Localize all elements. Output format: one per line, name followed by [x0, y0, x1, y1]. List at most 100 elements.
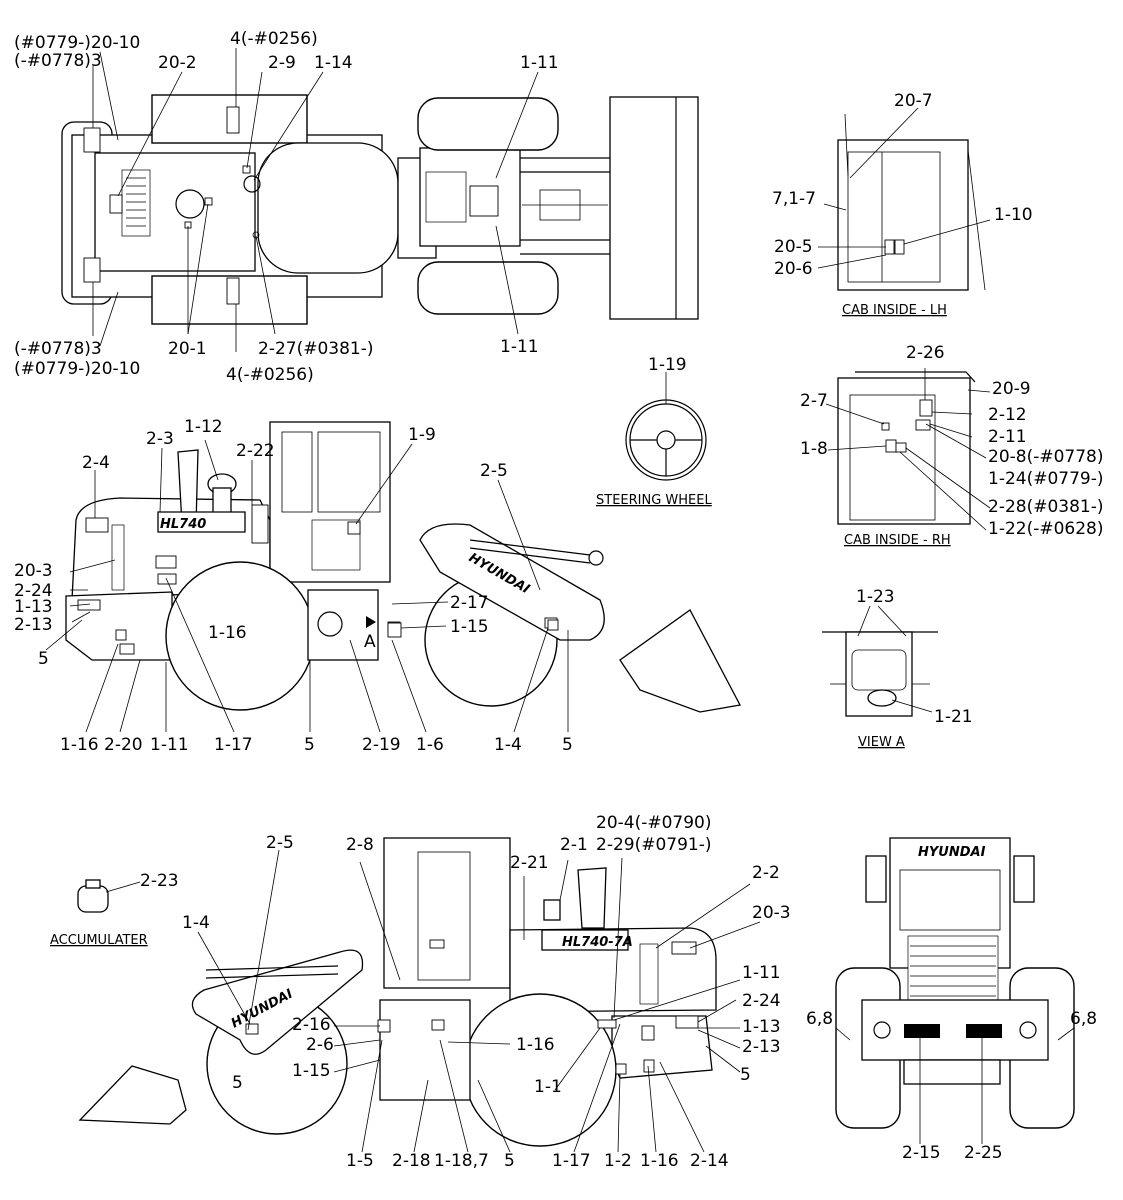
part-label: 1-4 — [494, 735, 522, 755]
part-label: 20-8(-#0778) — [988, 447, 1104, 467]
part-label: 1-10 — [994, 205, 1033, 225]
part-label: 2-23 — [140, 871, 179, 891]
part-label: 2-25 — [964, 1143, 1003, 1163]
part-label: 5 — [304, 735, 315, 755]
part-label: 2-7 — [800, 391, 828, 411]
view-a — [822, 605, 938, 717]
part-label: 20-5 — [774, 237, 813, 257]
part-label: 1-1 — [534, 1077, 562, 1097]
part-label: 1-24(#0779-) — [988, 469, 1104, 489]
right-side-view: HL740-7A HYUNDAI — [78, 837, 761, 1153]
part-label: 1-12 — [184, 417, 223, 437]
cab-inside-lh — [817, 107, 991, 291]
part-label: 2-27(#0381-) — [258, 339, 374, 359]
part-label: 2-1 — [560, 835, 588, 855]
part-label: 2-28(#0381-) — [988, 497, 1104, 517]
steering-wheel-view — [625, 372, 707, 481]
part-label: 1-15 — [292, 1061, 331, 1081]
part-label: 1-11 — [500, 337, 539, 357]
part-label: 20-4(-#0790) — [596, 813, 712, 833]
part-label: 1-19 — [648, 355, 687, 375]
part-label: 5 — [38, 649, 49, 669]
part-label: 20-1 — [168, 339, 207, 359]
part-label: 5 — [504, 1151, 515, 1171]
part-label: 1-15 — [450, 617, 489, 637]
part-label: 1-9 — [408, 425, 436, 445]
part-label: 2-9 — [268, 53, 296, 73]
part-label: 2-16 — [292, 1015, 331, 1035]
part-label: 2-3 — [146, 429, 174, 449]
part-label: 20-2 — [158, 53, 197, 73]
part-label: 4(-#0256) — [226, 365, 314, 385]
part-label: 1-5 — [346, 1151, 374, 1171]
part-label: (#0779-)20-10 — [14, 33, 140, 53]
part-label: 5 — [740, 1065, 751, 1085]
part-labels: (#0779-)20-10 (-#0778)3 20-2 4(-#0256) 2… — [14, 29, 1104, 1171]
captions: CAB INSIDE - LH STEERING WHEEL CAB INSID… — [50, 303, 951, 948]
part-label: 2-17 — [450, 593, 489, 613]
part-label: 1-6 — [416, 735, 444, 755]
part-label: 2-21 — [510, 853, 549, 873]
part-label: 2-19 — [362, 735, 401, 755]
part-label: 2-24 — [742, 991, 781, 1011]
part-label: 20-6 — [774, 259, 813, 279]
part-label: 1-17 — [214, 735, 253, 755]
view-a-marker: A — [364, 632, 376, 652]
part-label: 6,8 — [1070, 1009, 1097, 1029]
part-label: 2-18 — [392, 1151, 431, 1171]
part-label: 1-16 — [516, 1035, 555, 1055]
part-label: 2-24 — [14, 581, 53, 601]
part-label: 1-8 — [800, 439, 828, 459]
rear-view: HYUNDAI — [835, 837, 1075, 1144]
part-label: 5 — [232, 1073, 243, 1093]
part-label: 1-13 — [14, 597, 53, 617]
part-label: 20-3 — [752, 903, 791, 923]
left-hl-logo: HL740 — [160, 517, 206, 532]
part-label: 1-16 — [60, 735, 99, 755]
part-label: 1-13 — [742, 1017, 781, 1037]
part-label: 4(-#0256) — [230, 29, 318, 49]
caption-cab-lh: CAB INSIDE - LH — [842, 303, 947, 318]
part-label: 1-11 — [150, 735, 189, 755]
part-label: 7,1-7 — [772, 189, 816, 209]
part-label: 6,8 — [806, 1009, 833, 1029]
caption-cab-rh: CAB INSIDE - RH — [844, 533, 951, 548]
part-label: 2-26 — [906, 343, 945, 363]
part-label: 5 — [562, 735, 573, 755]
part-label: 2-20 — [104, 735, 143, 755]
part-label: 2-12 — [988, 405, 1027, 425]
part-label: 20-9 — [992, 379, 1031, 399]
part-label: (-#0778)3 — [14, 339, 102, 359]
part-label: 1-21 — [934, 707, 973, 727]
part-label: (-#0778)3 — [14, 51, 102, 71]
caption-view-a: VIEW A — [858, 735, 905, 750]
part-label: 2-5 — [266, 833, 294, 853]
part-label: 2-2 — [752, 863, 780, 883]
part-label: 1-4 — [182, 913, 210, 933]
right-hl-logo: HL740-7A — [562, 935, 633, 950]
accumulator — [77, 879, 141, 913]
rear-hyundai-logo: HYUNDAI — [918, 845, 986, 860]
part-label: 2-8 — [346, 835, 374, 855]
part-label: 2-11 — [988, 427, 1027, 447]
part-label: 2-5 — [480, 461, 508, 481]
part-label: 1-22(-#0628) — [988, 519, 1104, 539]
caption-accumulator: ACCUMULATER — [50, 933, 148, 948]
part-label: (#0779-)20-10 — [14, 359, 140, 379]
part-label: 1-23 — [856, 587, 895, 607]
part-label: 20-7 — [894, 91, 933, 111]
part-label: 2-6 — [306, 1035, 334, 1055]
part-label: 2-13 — [14, 615, 53, 635]
top-view — [61, 48, 699, 352]
cab-inside-rh — [825, 368, 991, 531]
part-label: 1-16 — [640, 1151, 679, 1171]
caption-steering: STEERING WHEEL — [596, 493, 712, 508]
part-label: 2-29(#0791-) — [596, 835, 712, 855]
part-label: 2-14 — [690, 1151, 729, 1171]
part-label: 1-11 — [520, 53, 559, 73]
left-side-view: HL740 HYUNDAI A — [45, 421, 741, 733]
part-label: 1-17 — [552, 1151, 591, 1171]
part-label: 1-16 — [208, 623, 247, 643]
